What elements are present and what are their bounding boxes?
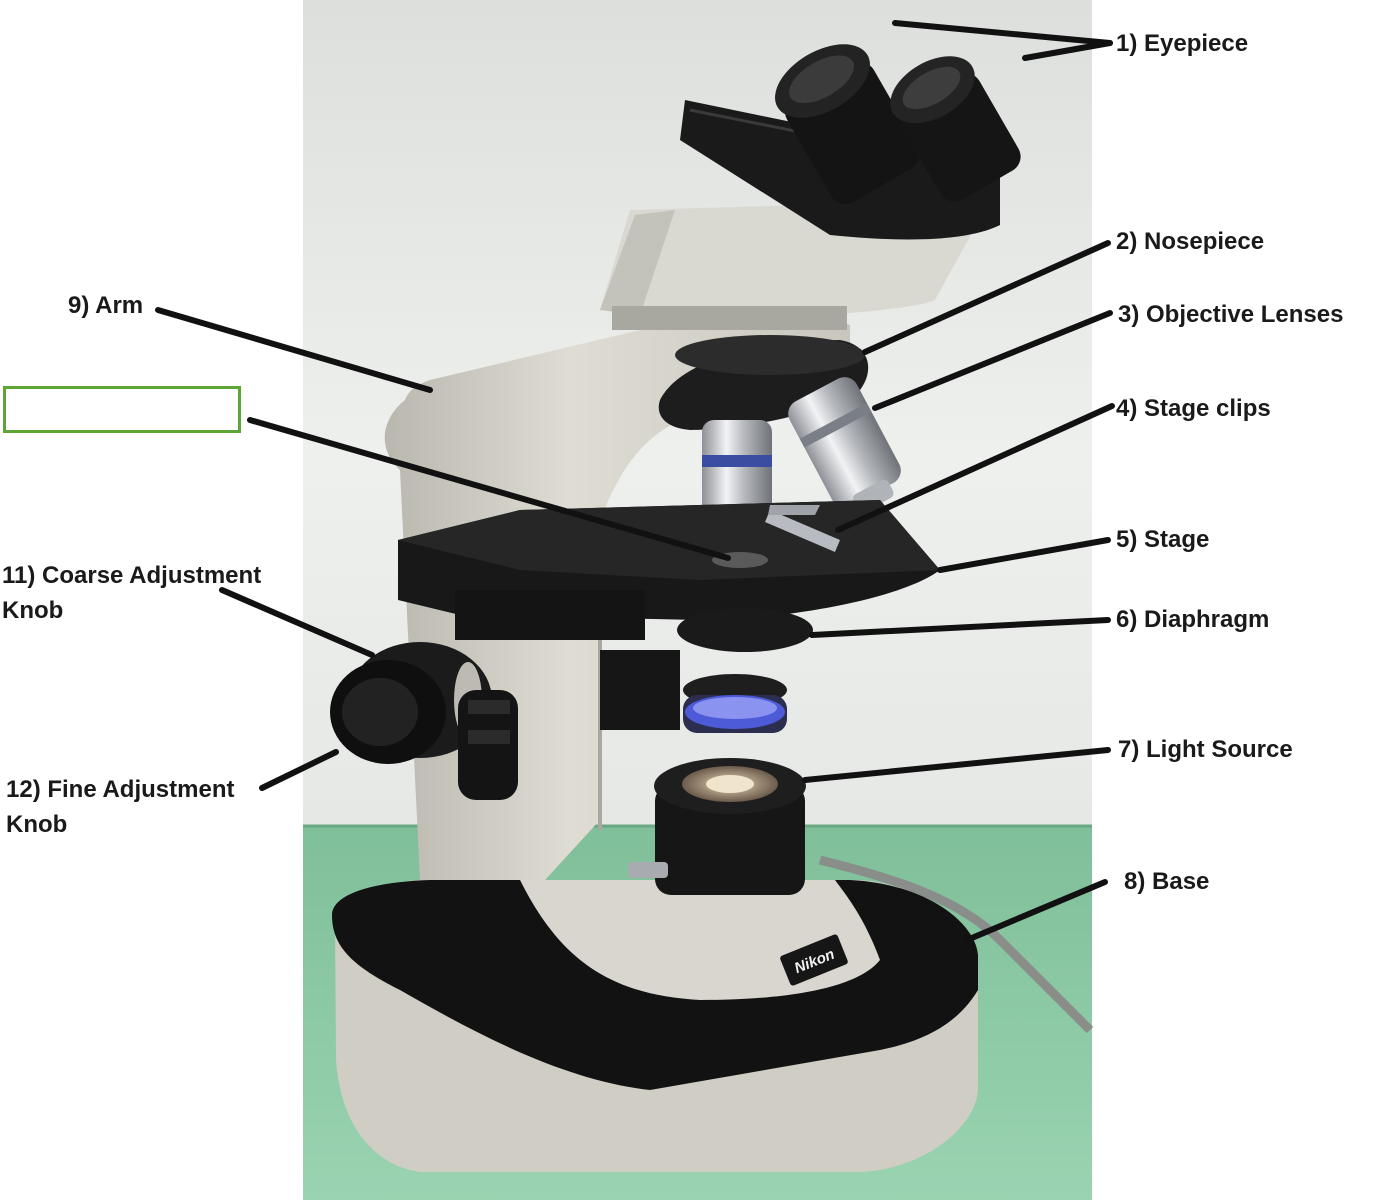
nosepiece-leader [862,240,1111,355]
answer-input-box[interactable] [3,386,241,433]
binocular-tube [680,44,1021,240]
label-light-source: 7) Light Source [1118,736,1293,763]
diaphragm-leader [809,617,1111,638]
answer-box-leader [247,417,731,561]
label-coarse-line1: 11) Coarse Adjustment [2,562,262,589]
power-cord [818,855,1094,1034]
stage-leader [937,537,1111,573]
leader-lines [155,20,1115,943]
label-fine-line1: 12) Fine Adjustment [6,776,235,803]
microscope-base: Nikon [332,880,978,1172]
label-base: 8) Base [1124,868,1210,895]
label-objective-lenses: 3) Objective Lenses [1118,301,1344,328]
label-fine-line2: Knob [6,811,68,838]
eyepiece-leader-2 [1022,40,1113,61]
objective-lenses-leader [872,310,1113,411]
eyepiece-leader-1 [892,20,1113,46]
coarse-knob-leader [219,587,375,658]
diaphragm-condenser [677,608,813,733]
label-coarse-line2: Knob [2,597,64,624]
label-stage-clips: 4) Stage clips [1116,395,1271,422]
fine-knob-leader [259,749,339,791]
label-arm: 9) Arm [68,292,144,319]
light-source-lamp [628,758,806,895]
label-coarse-adjustment: 11) Coarse Adjustment Knob [2,558,261,628]
label-eyepiece: 1) Eyepiece [1116,30,1249,57]
label-diaphragm: 6) Diaphragm [1116,606,1270,633]
light-source-leader [802,747,1111,783]
brand-logo [780,934,848,986]
label-fine-adjustment: 12) Fine Adjustment Knob [6,772,234,842]
base-leader [964,879,1108,943]
label-stage: 5) Stage [1116,526,1210,553]
stage-clips-leader [835,403,1115,533]
arm-leader [155,307,433,393]
label-nosepiece: 2) Nosepiece [1116,228,1265,255]
focus-knobs [330,642,518,800]
